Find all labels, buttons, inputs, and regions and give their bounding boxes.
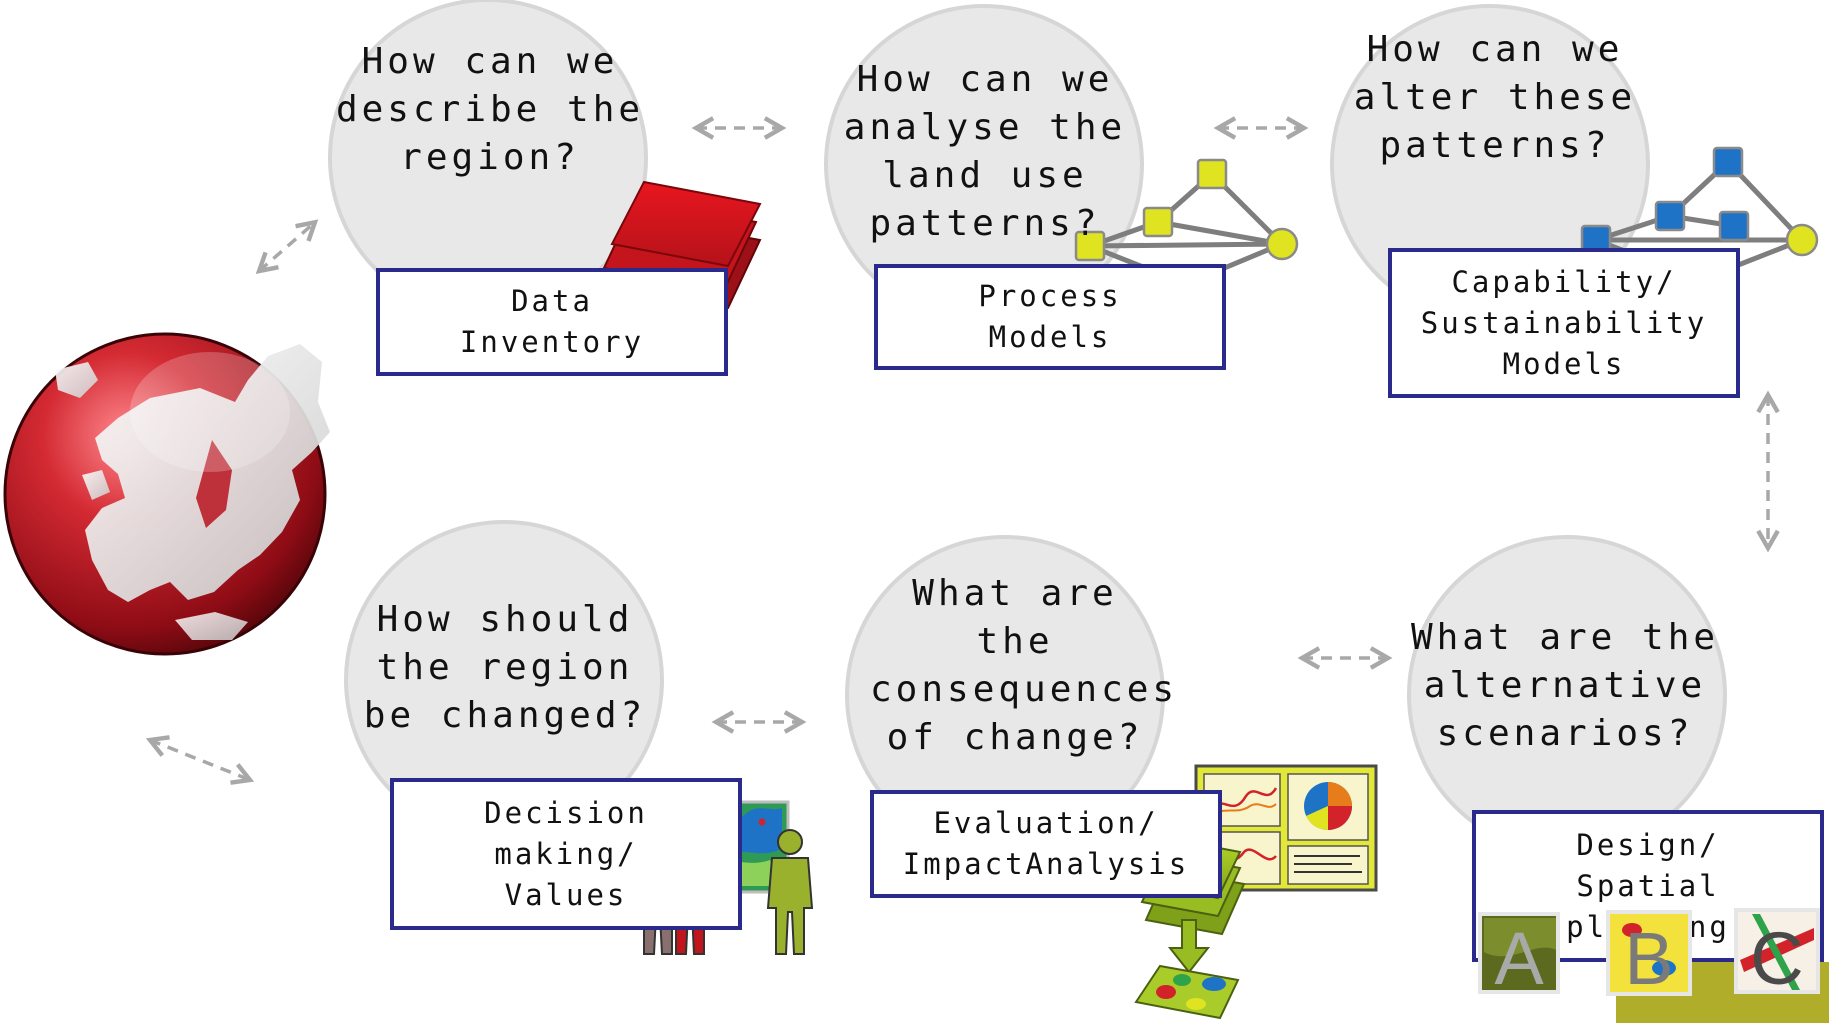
stage-box-data-inventory: Data Inventory: [376, 268, 728, 376]
question-text-2: How can we analyse the land use patterns…: [843, 59, 1127, 244]
question-text-5: What are the consequences of change?: [870, 573, 1179, 758]
globe-europe-icon: [3, 332, 330, 656]
stacked-layers-icon: [602, 180, 762, 310]
stage-box-process-models: Process Models: [874, 264, 1226, 370]
flow-arrow-globe-1: [255, 219, 319, 274]
stage-box-decision-making: Decision making/ Values: [390, 778, 742, 930]
stage-box-evaluation: Evaluation/ ImpactAnalysis: [870, 790, 1222, 898]
scenario-backdrop: [1616, 962, 1829, 1023]
flow-arrow-6-globe: [145, 735, 255, 785]
question-text-1: How can we describe the region?: [335, 41, 645, 178]
charts-panel-icon: [1194, 764, 1378, 892]
question-text-3: How can we alter these patterns?: [1353, 29, 1637, 166]
question-text-6: How should the region be changed?: [363, 599, 647, 736]
stage-box-capability-models: Capability/ Sustainability Models: [1388, 248, 1740, 398]
question-text-4: What are the alternative scenarios?: [1410, 617, 1720, 754]
stage-box-design-planning: Design/ Spatial planning: [1472, 810, 1824, 962]
